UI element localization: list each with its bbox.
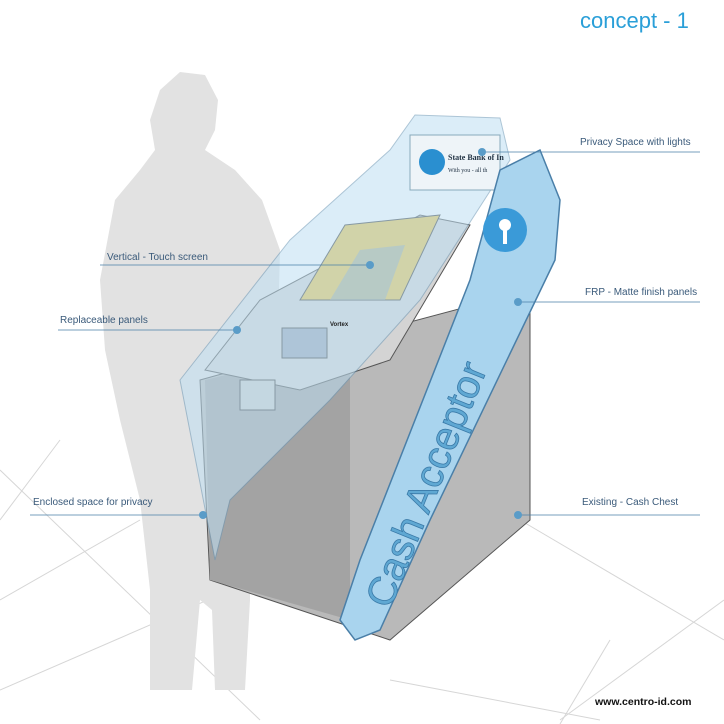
bank-logo-icon xyxy=(419,149,445,175)
frp-side-panel xyxy=(339,148,561,641)
website-url: www.centro-id.com xyxy=(595,696,692,708)
privacy-enclosure xyxy=(179,114,511,561)
page-title: concept - 1 xyxy=(580,8,689,33)
sign-title: State Bank of In xyxy=(448,153,504,162)
callout-cash-chest: Existing - Cash Chest xyxy=(582,497,679,508)
callout-privacy-space: Privacy Space with lights xyxy=(580,137,691,148)
callout-touch-screen: Vertical - Touch screen xyxy=(107,252,208,263)
callout-enclosed-space: Enclosed space for privacy xyxy=(33,497,153,508)
sign-tagline: With you - all th xyxy=(448,168,487,174)
callout-lines xyxy=(30,151,700,516)
callout-dots xyxy=(199,148,522,519)
callout-frp-panels: FRP - Matte finish panels xyxy=(585,287,698,298)
brand-mark: Vortex xyxy=(330,322,349,328)
callout-replaceable-panels: Replaceable panels xyxy=(60,315,148,326)
